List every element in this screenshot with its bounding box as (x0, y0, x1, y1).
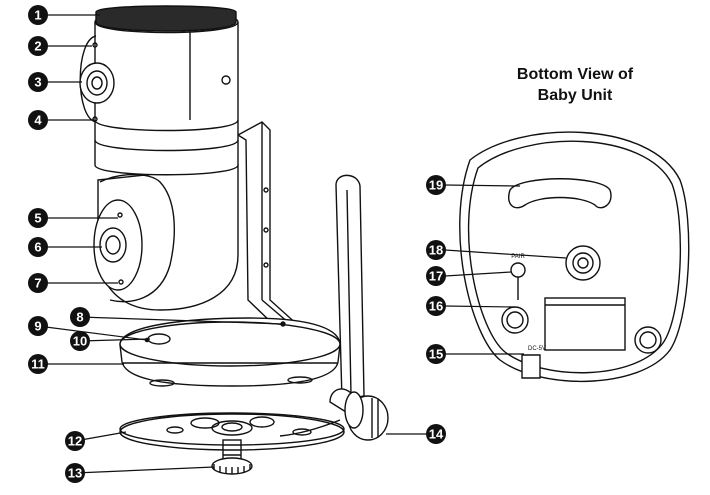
callout-7: 7 (28, 273, 48, 293)
callout-number: 6 (34, 240, 41, 255)
callout-number: 8 (76, 310, 83, 325)
callout-4: 4 (28, 110, 48, 130)
callout-number: 18 (429, 243, 443, 258)
callout-19: 19 (426, 175, 446, 195)
pair-label: PAIR (511, 254, 525, 260)
callout-6: 6 (28, 237, 48, 257)
callout-13: 13 (65, 463, 85, 483)
callout-2: 2 (28, 36, 48, 56)
callout-badge (426, 424, 446, 444)
callout-badge (65, 463, 85, 483)
callout-number: 13 (68, 466, 82, 481)
callout-5: 5 (28, 208, 48, 228)
mount-screw (211, 439, 253, 475)
callout-number: 2 (34, 39, 41, 54)
callout-badge (426, 344, 446, 364)
callout-badge (28, 273, 48, 293)
callout-number: 17 (429, 269, 443, 284)
callout-number: 5 (34, 211, 41, 226)
callout-number: 15 (429, 347, 443, 362)
camera-base (119, 317, 341, 387)
bottom-view: PAIR DC-5V (459, 131, 690, 383)
callout-badge (426, 175, 446, 195)
callout-number: 9 (34, 319, 41, 334)
callout-number: 16 (429, 299, 443, 314)
callout-3: 3 (28, 72, 48, 92)
callout-badge (28, 72, 48, 92)
callout-badge (70, 307, 90, 327)
mounting-arm (279, 174, 389, 441)
callout-badge (28, 316, 48, 336)
dc-label: DC-5V (528, 346, 546, 352)
callout-badge (426, 296, 446, 316)
callout-8: 8 (70, 307, 90, 327)
callout-1: 1 (28, 5, 48, 25)
callout-12: 12 (65, 431, 85, 451)
callout-17: 17 (426, 266, 446, 286)
callout-number: 4 (34, 113, 42, 128)
callout-badge (28, 237, 48, 257)
callout-18: 18 (426, 240, 446, 260)
bottom-view-title-line2: Baby Unit (537, 87, 613, 104)
bottom-view-title: Bottom View of Baby Unit (480, 64, 670, 106)
callout-badge (426, 240, 446, 260)
callout-15: 15 (426, 344, 446, 364)
callout-number: 7 (34, 276, 41, 291)
callout-badge (65, 431, 85, 451)
callout-badge (28, 5, 48, 25)
callout-10: 10 (70, 331, 90, 351)
callout-number: 12 (68, 434, 82, 449)
callout-9: 9 (28, 316, 48, 336)
camera-lower-body (93, 164, 239, 311)
callout-badge (426, 266, 446, 286)
callout-badge (28, 36, 48, 56)
callout-number: 19 (429, 178, 443, 193)
callout-number: 1 (34, 8, 41, 23)
callout-number: 10 (73, 334, 87, 349)
mount-plate (119, 412, 345, 451)
callout-number: 3 (34, 75, 41, 90)
bottom-view-title-line1: Bottom View of (516, 66, 634, 83)
callout-11: 11 (28, 354, 48, 374)
camera-head (79, 5, 239, 176)
callout-number: 14 (429, 427, 444, 442)
callout-16: 16 (426, 296, 446, 316)
callout-number: 11 (31, 357, 45, 372)
callout-badge (70, 331, 90, 351)
callout-badge (28, 208, 48, 228)
callout-14: 14 (426, 424, 446, 444)
callout-badge (28, 110, 48, 130)
callout-badge (28, 354, 48, 374)
